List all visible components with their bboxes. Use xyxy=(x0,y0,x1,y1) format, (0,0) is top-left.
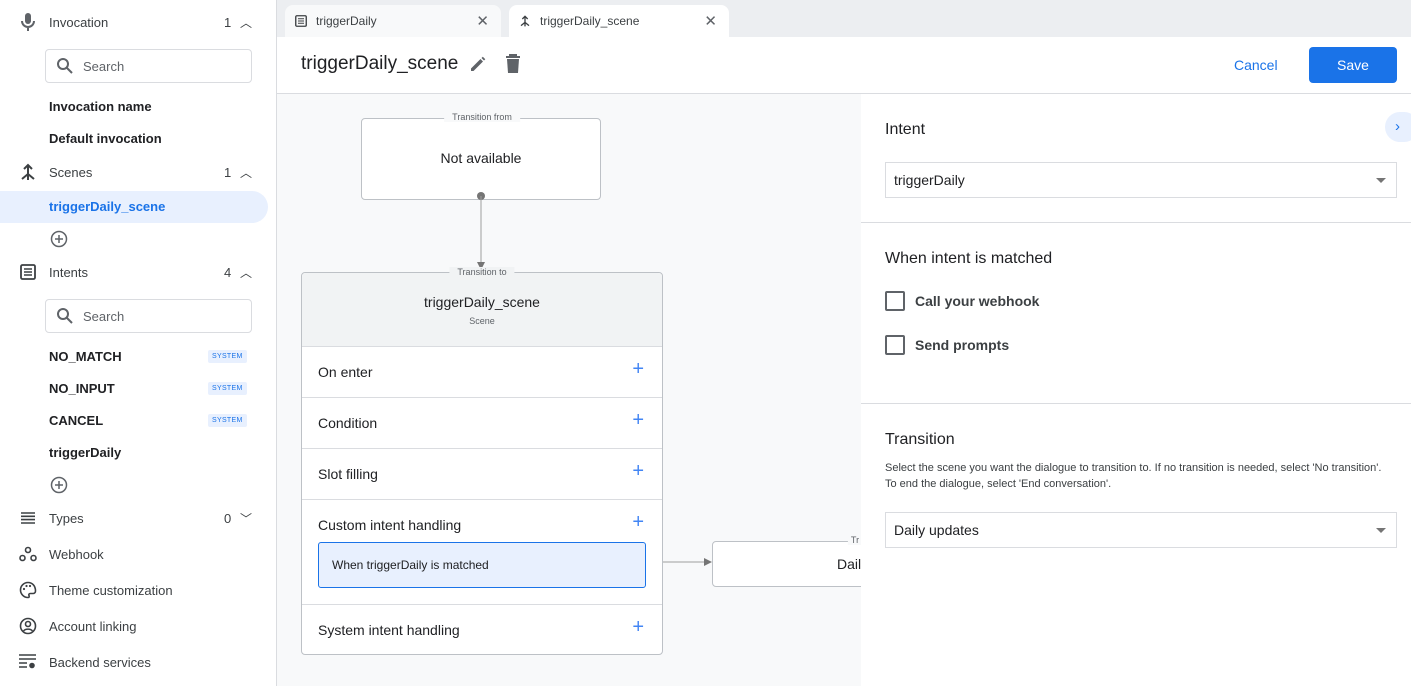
save-button[interactable]: Save xyxy=(1309,47,1397,83)
chevron-down-icon[interactable]: ﹀ xyxy=(240,511,253,526)
add-icon[interactable]: + xyxy=(632,460,644,482)
sidebar-item-backend-services[interactable]: Backend services xyxy=(0,648,276,676)
row-system-intent-handling[interactable]: System intent handling+ xyxy=(302,604,662,655)
sidebar-item-theme-customization[interactable]: Theme customization xyxy=(0,576,276,604)
sidebar-item-invocation-name[interactable]: Invocation name xyxy=(49,99,152,114)
sidebar-item-default-invocation[interactable]: Default invocation xyxy=(49,131,162,146)
details-panel: › Intent triggerDaily When intent is mat… xyxy=(861,94,1411,686)
intent-select[interactable]: triggerDaily xyxy=(885,162,1397,198)
row-condition[interactable]: Condition+ xyxy=(302,397,662,448)
row-on-enter[interactable]: On enter+ xyxy=(302,346,662,397)
sidebar-item-cancel[interactable]: CANCEL xyxy=(49,413,104,428)
intent-icon xyxy=(18,262,38,282)
call-webhook-checkbox[interactable]: Call your webhook xyxy=(885,291,1039,311)
section-invocation[interactable]: Invocation 1 ︿ xyxy=(0,8,276,36)
system-badge: SYSTEM xyxy=(208,382,247,395)
row-custom-intent-handling[interactable]: Custom intent handling+ When triggerDail… xyxy=(302,499,662,604)
row-slot-filling[interactable]: Slot filling+ xyxy=(302,448,662,499)
target-scene-node[interactable]: Tr Dail xyxy=(712,535,861,587)
dropdown-arrow-icon xyxy=(1376,178,1386,183)
sidebar-item-no-input[interactable]: NO_INPUT xyxy=(49,381,115,396)
scene-icon xyxy=(520,15,530,27)
chevron-up-icon[interactable]: ︿ xyxy=(240,265,253,280)
webhook-icon xyxy=(18,544,38,564)
chevron-up-icon[interactable]: ︿ xyxy=(240,165,253,180)
sidebar: Invocation 1 ︿ Search Invocation name De… xyxy=(0,0,277,686)
backend-settings-icon xyxy=(18,652,38,672)
system-badge: SYSTEM xyxy=(208,414,247,427)
page-header: triggerDaily_scene Cancel Save xyxy=(277,37,1411,94)
section-scenes[interactable]: Scenes 1 ︿ xyxy=(0,158,276,186)
intent-icon xyxy=(295,15,307,27)
section-intents[interactable]: Intents 4 ︿ xyxy=(0,258,276,286)
search-icon xyxy=(57,308,73,324)
list-icon xyxy=(18,508,38,528)
intents-search-input[interactable]: Search xyxy=(45,299,252,333)
search-icon xyxy=(57,58,73,74)
account-circle-icon xyxy=(18,616,38,636)
collapse-panel-chevron-icon[interactable]: › xyxy=(1385,112,1411,142)
add-scene-icon[interactable] xyxy=(50,230,68,248)
dropdown-arrow-icon xyxy=(1376,528,1386,533)
sidebar-item-webhook[interactable]: Webhook xyxy=(0,540,276,568)
close-tab-icon[interactable]: ✕ xyxy=(704,13,717,30)
scene-node: Transition to triggerDaily_scene Scene O… xyxy=(301,267,663,655)
chevron-up-icon[interactable]: ︿ xyxy=(240,15,253,30)
scene-canvas[interactable]: Transition from Not available Transition… xyxy=(277,94,861,686)
add-icon[interactable]: + xyxy=(632,409,644,431)
add-icon[interactable]: + xyxy=(632,358,644,380)
sidebar-item-triggerdaily[interactable]: triggerDaily xyxy=(49,445,122,460)
close-tab-icon[interactable]: ✕ xyxy=(476,13,489,30)
send-prompts-checkbox[interactable]: Send prompts xyxy=(885,335,1009,355)
edit-pencil-icon[interactable] xyxy=(469,55,487,73)
page-title: triggerDaily_scene xyxy=(301,53,459,74)
add-icon[interactable]: + xyxy=(632,616,644,638)
add-icon[interactable]: + xyxy=(632,511,644,533)
transition-select[interactable]: Daily updates xyxy=(885,512,1397,548)
cancel-button[interactable]: Cancel xyxy=(1234,57,1278,73)
scene-icon xyxy=(18,162,38,182)
microphone-icon xyxy=(18,12,38,32)
sidebar-item-no-match[interactable]: NO_MATCH xyxy=(49,349,122,364)
delete-trash-icon[interactable] xyxy=(505,54,521,74)
system-badge: SYSTEM xyxy=(208,350,247,363)
add-intent-icon[interactable] xyxy=(50,476,68,494)
transition-description: Select the scene you want the dialogue t… xyxy=(885,462,1382,490)
tab-triggerdaily[interactable]: triggerDaily ✕ xyxy=(285,5,501,37)
tab-triggerdaily-scene[interactable]: triggerDaily_scene ✕ xyxy=(509,5,729,37)
palette-icon xyxy=(18,580,38,600)
sidebar-item-selected-bg xyxy=(0,191,268,223)
section-types[interactable]: Types 0 ﹀ xyxy=(0,504,276,532)
scene-node-title: triggerDaily_scene xyxy=(424,294,540,310)
sidebar-item-account-linking[interactable]: Account linking xyxy=(0,612,276,640)
intent-handler-triggerdaily[interactable]: When triggerDaily is matched xyxy=(318,542,646,588)
invocation-search-input[interactable]: Search xyxy=(45,49,252,83)
tab-bar: triggerDaily ✕ triggerDaily_scene ✕ xyxy=(277,0,1411,37)
sidebar-item-triggerdaily-scene[interactable]: triggerDaily_scene xyxy=(49,199,166,214)
